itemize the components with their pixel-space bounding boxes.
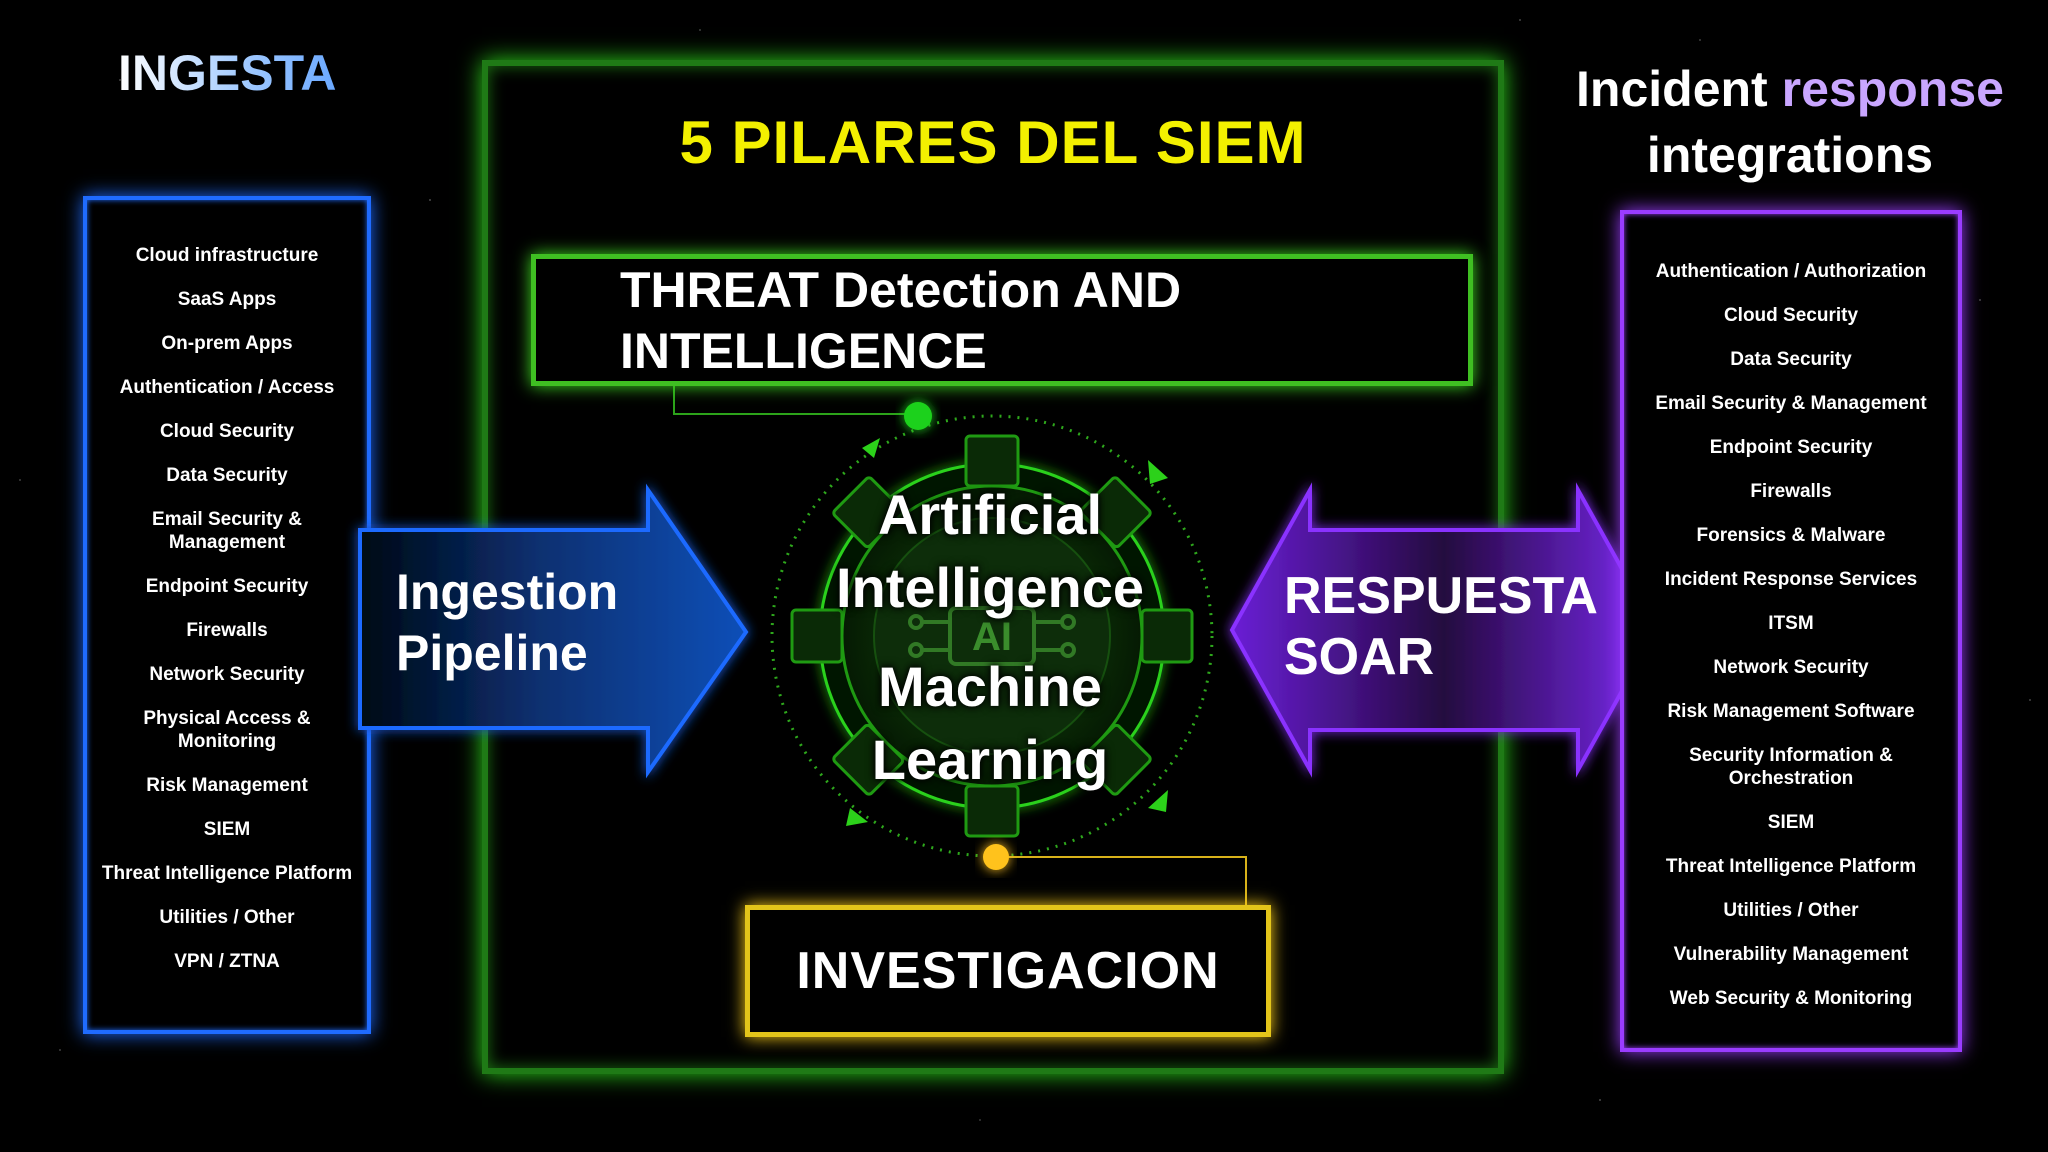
- threat-node: [904, 402, 932, 430]
- list-item: Incident Response Services: [1664, 569, 1918, 590]
- list-item: ITSM: [1768, 613, 1814, 634]
- list-item: VPN / ZTNA: [174, 951, 280, 972]
- list-item: Authentication / Access: [119, 377, 335, 398]
- ir-title-line2: integrations: [1646, 127, 1934, 183]
- orbit-ring: [770, 414, 1214, 858]
- center-title: 5 PILARES DEL SIEM: [679, 109, 1307, 176]
- gear-icon: AI: [790, 434, 1194, 838]
- ingestion-pipeline-label: Ingestion Pipeline: [396, 564, 619, 681]
- ai-chip-label: AI: [972, 615, 1012, 659]
- list-item: Forensics & Malware: [1696, 525, 1886, 546]
- ai-label: Artificial Intelligence: [790, 478, 1190, 624]
- ml-line-1: Machine: [877, 655, 1103, 718]
- ml-label: Machine Learning: [790, 650, 1190, 796]
- list-item: Network Security: [1713, 657, 1869, 678]
- threat-detection-label: THREAT Detection AND INTELLIGENCE: [620, 262, 1182, 379]
- list-item: Threat Intelligence Platform: [1665, 856, 1917, 877]
- ir-title-part2: response: [1781, 61, 2004, 117]
- investigacion-label: INVESTIGACION: [796, 942, 1220, 1000]
- list-item: Authentication / Authorization: [1655, 261, 1927, 282]
- list-item: Endpoint Security: [1709, 437, 1873, 458]
- list-item: Physical Access & Monitoring: [143, 708, 311, 752]
- investigacion-box: INVESTIGACION: [745, 905, 1271, 1037]
- list-item: Vulnerability Management: [1673, 944, 1909, 965]
- list-item: Endpoint Security: [145, 576, 309, 597]
- invest-node: [983, 844, 1009, 870]
- list-item: SaaS Apps: [177, 289, 277, 310]
- list-item: Utilities / Other: [159, 907, 295, 928]
- list-item: Firewalls: [1750, 481, 1832, 502]
- ingesta-title: INGESTA: [118, 45, 337, 101]
- list-item: Network Security: [149, 664, 305, 685]
- threat-detection-box: [531, 254, 1473, 386]
- list-item: Cloud Security: [159, 421, 295, 442]
- list-item: Email Security & Management: [152, 509, 302, 553]
- ai-line-2: Intelligence: [835, 556, 1145, 619]
- list-item: Threat Intelligence Platform: [101, 863, 353, 884]
- list-item: Cloud infrastructure: [135, 245, 319, 266]
- list-item: SIEM: [1767, 812, 1815, 833]
- list-item: Security Information & Orchestration: [1689, 745, 1893, 789]
- ingestion-arrow: [358, 483, 749, 779]
- list-item: Risk Management Software: [1667, 701, 1915, 722]
- list-item: Web Security & Monitoring: [1669, 988, 1913, 1009]
- list-item: Email Security & Management: [1655, 393, 1927, 414]
- ml-line-2: Learning: [871, 728, 1109, 791]
- list-item: On-prem Apps: [161, 333, 293, 354]
- list-item: Risk Management: [146, 775, 308, 796]
- threat-connector: [673, 386, 918, 415]
- list-item: Cloud Security: [1723, 305, 1859, 326]
- respuesta-soar-label: RESPUESTA SOAR: [1284, 567, 1598, 686]
- orbit-arrows: [846, 438, 1168, 826]
- incident-response-title: Incident response integrations: [1480, 56, 2048, 188]
- list-item: Data Security: [1730, 349, 1852, 370]
- list-item: Data Security: [166, 465, 288, 486]
- invest-connector: [996, 856, 1247, 905]
- list-item: Utilities / Other: [1723, 900, 1859, 921]
- ai-line-1: Artificial: [877, 483, 1103, 546]
- list-item: SIEM: [203, 819, 251, 840]
- ir-title-part1: Incident: [1576, 61, 1768, 117]
- list-item: Firewalls: [186, 620, 268, 641]
